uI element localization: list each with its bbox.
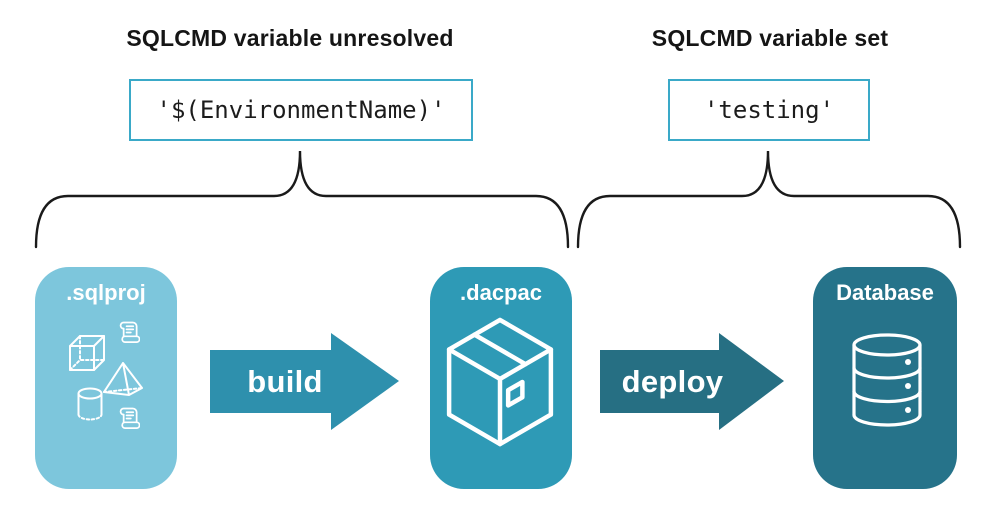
heading-sqlcmd-set: SQLCMD variable set <box>651 25 889 51</box>
left-brace <box>34 150 570 249</box>
deploy-arrow-head <box>719 333 784 430</box>
right-brace <box>576 150 962 249</box>
database-icon <box>849 332 925 428</box>
build-arrow-head <box>331 333 399 430</box>
build-arrow: build <box>210 333 399 430</box>
node-database: Database <box>813 267 957 489</box>
deploy-arrow-body <box>600 350 719 413</box>
code-box-environment-variable: '$(EnvironmentName)' <box>129 79 473 141</box>
package-icon <box>443 312 557 452</box>
deploy-arrow-label: deploy <box>621 363 724 399</box>
deploy-arrow: deploy <box>600 333 784 430</box>
heading-sqlcmd-unresolved: SQLCMD variable unresolved <box>126 25 454 51</box>
cylinder-icon <box>76 387 104 421</box>
build-arrow-body <box>210 350 331 413</box>
cube-icon <box>66 334 108 372</box>
code-box-testing-value: 'testing' <box>668 79 870 141</box>
script-icon <box>115 319 140 344</box>
build-arrow-label: build <box>247 363 323 399</box>
node-database-label: Database <box>836 280 934 305</box>
node-sqlproj-label: .sqlproj <box>66 280 146 305</box>
script-icon <box>115 405 140 430</box>
node-sqlproj: .sqlproj <box>35 267 177 489</box>
node-dacpac-label: .dacpac <box>460 280 542 305</box>
pyramid-icon <box>102 361 144 397</box>
node-dacpac: .dacpac <box>430 267 572 489</box>
